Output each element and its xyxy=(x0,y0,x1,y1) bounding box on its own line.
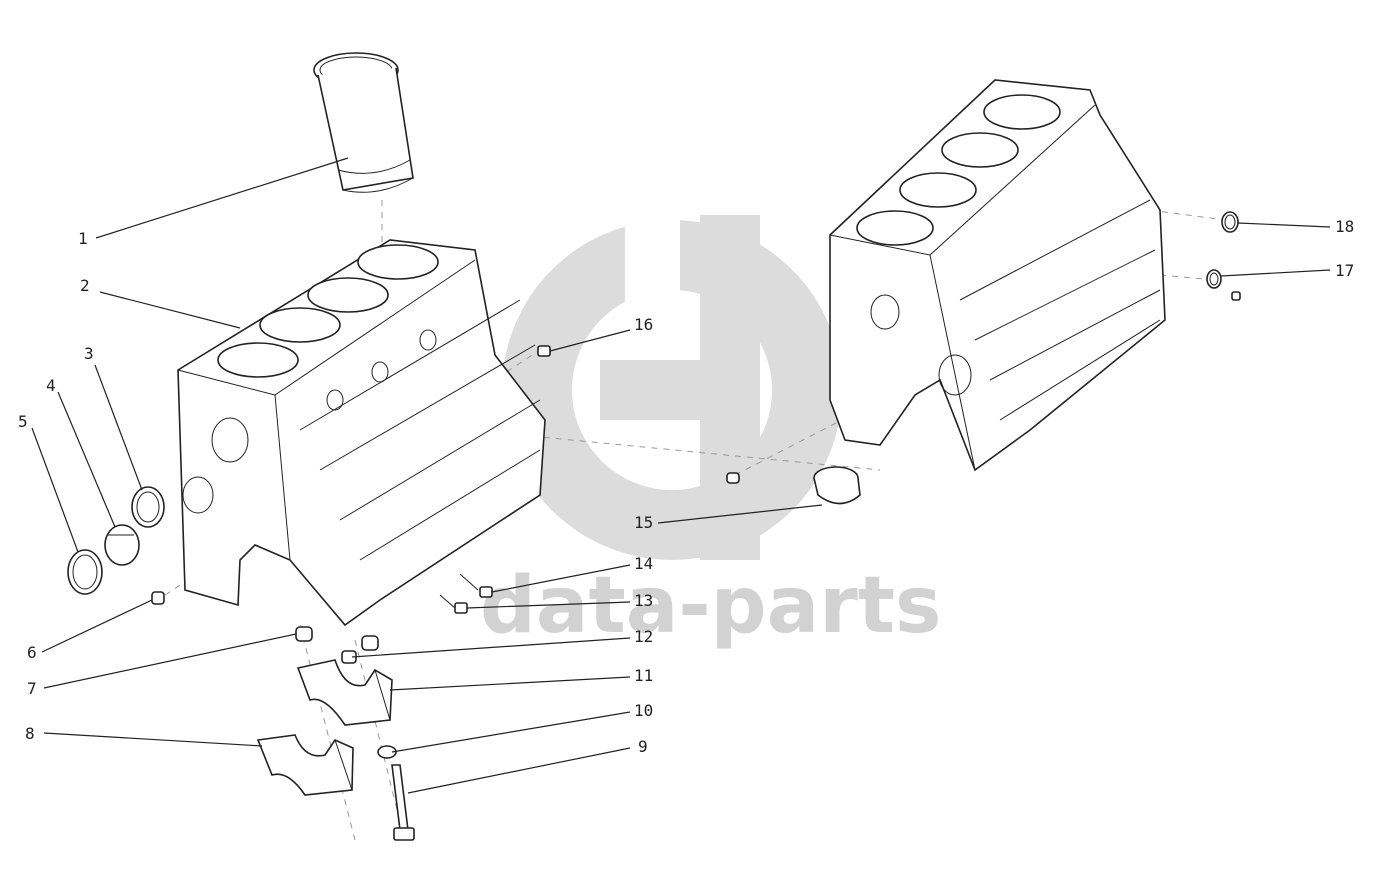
seal-18 xyxy=(1221,211,1239,233)
callout-1: 1 xyxy=(78,229,88,248)
watermark-logo xyxy=(502,215,842,560)
callout-18: 18 xyxy=(1335,217,1354,236)
nozzle-13 xyxy=(439,594,468,614)
bolt-9 xyxy=(391,764,415,841)
callout-8: 8 xyxy=(25,724,35,743)
bearing-cap-8 xyxy=(256,734,354,796)
bearing-cap-11 xyxy=(296,659,393,726)
sleeve-15 xyxy=(813,466,861,505)
watermark-text: data-parts xyxy=(480,561,941,651)
callout-4: 4 xyxy=(46,376,56,395)
callout-14: 14 xyxy=(634,554,653,573)
washer-10 xyxy=(377,745,397,759)
engine-block-right xyxy=(829,79,1166,472)
nut-small xyxy=(726,472,740,484)
cylinder-liner xyxy=(313,52,414,193)
callout-6: 6 xyxy=(27,643,37,662)
callout-17: 17 xyxy=(1335,261,1354,280)
plug-16 xyxy=(537,345,551,357)
callout-5: 5 xyxy=(18,412,28,431)
callout-13: 13 xyxy=(634,591,653,610)
leader-lines xyxy=(31,157,1331,794)
seal-17 xyxy=(1206,269,1241,301)
bushing-3 xyxy=(131,486,165,528)
callout-9: 9 xyxy=(638,737,648,756)
dowel-7 xyxy=(295,626,313,642)
engine-block-left xyxy=(177,239,546,627)
callout-12: 12 xyxy=(634,627,653,646)
callout-7: 7 xyxy=(27,679,37,698)
callout-16: 16 xyxy=(634,315,653,334)
callout-15: 15 xyxy=(634,513,653,532)
callout-10: 10 xyxy=(634,701,653,720)
plug-6 xyxy=(151,591,165,605)
bushing-4 xyxy=(104,524,140,566)
dowel-12 xyxy=(341,635,379,664)
callout-labels: 1 2 3 4 5 6 7 8 9 10 11 12 13 14 15 16 1… xyxy=(18,217,1354,756)
callout-3: 3 xyxy=(84,344,94,363)
bushing-5 xyxy=(67,549,103,595)
callout-11: 11 xyxy=(634,666,653,685)
callout-2: 2 xyxy=(80,276,90,295)
